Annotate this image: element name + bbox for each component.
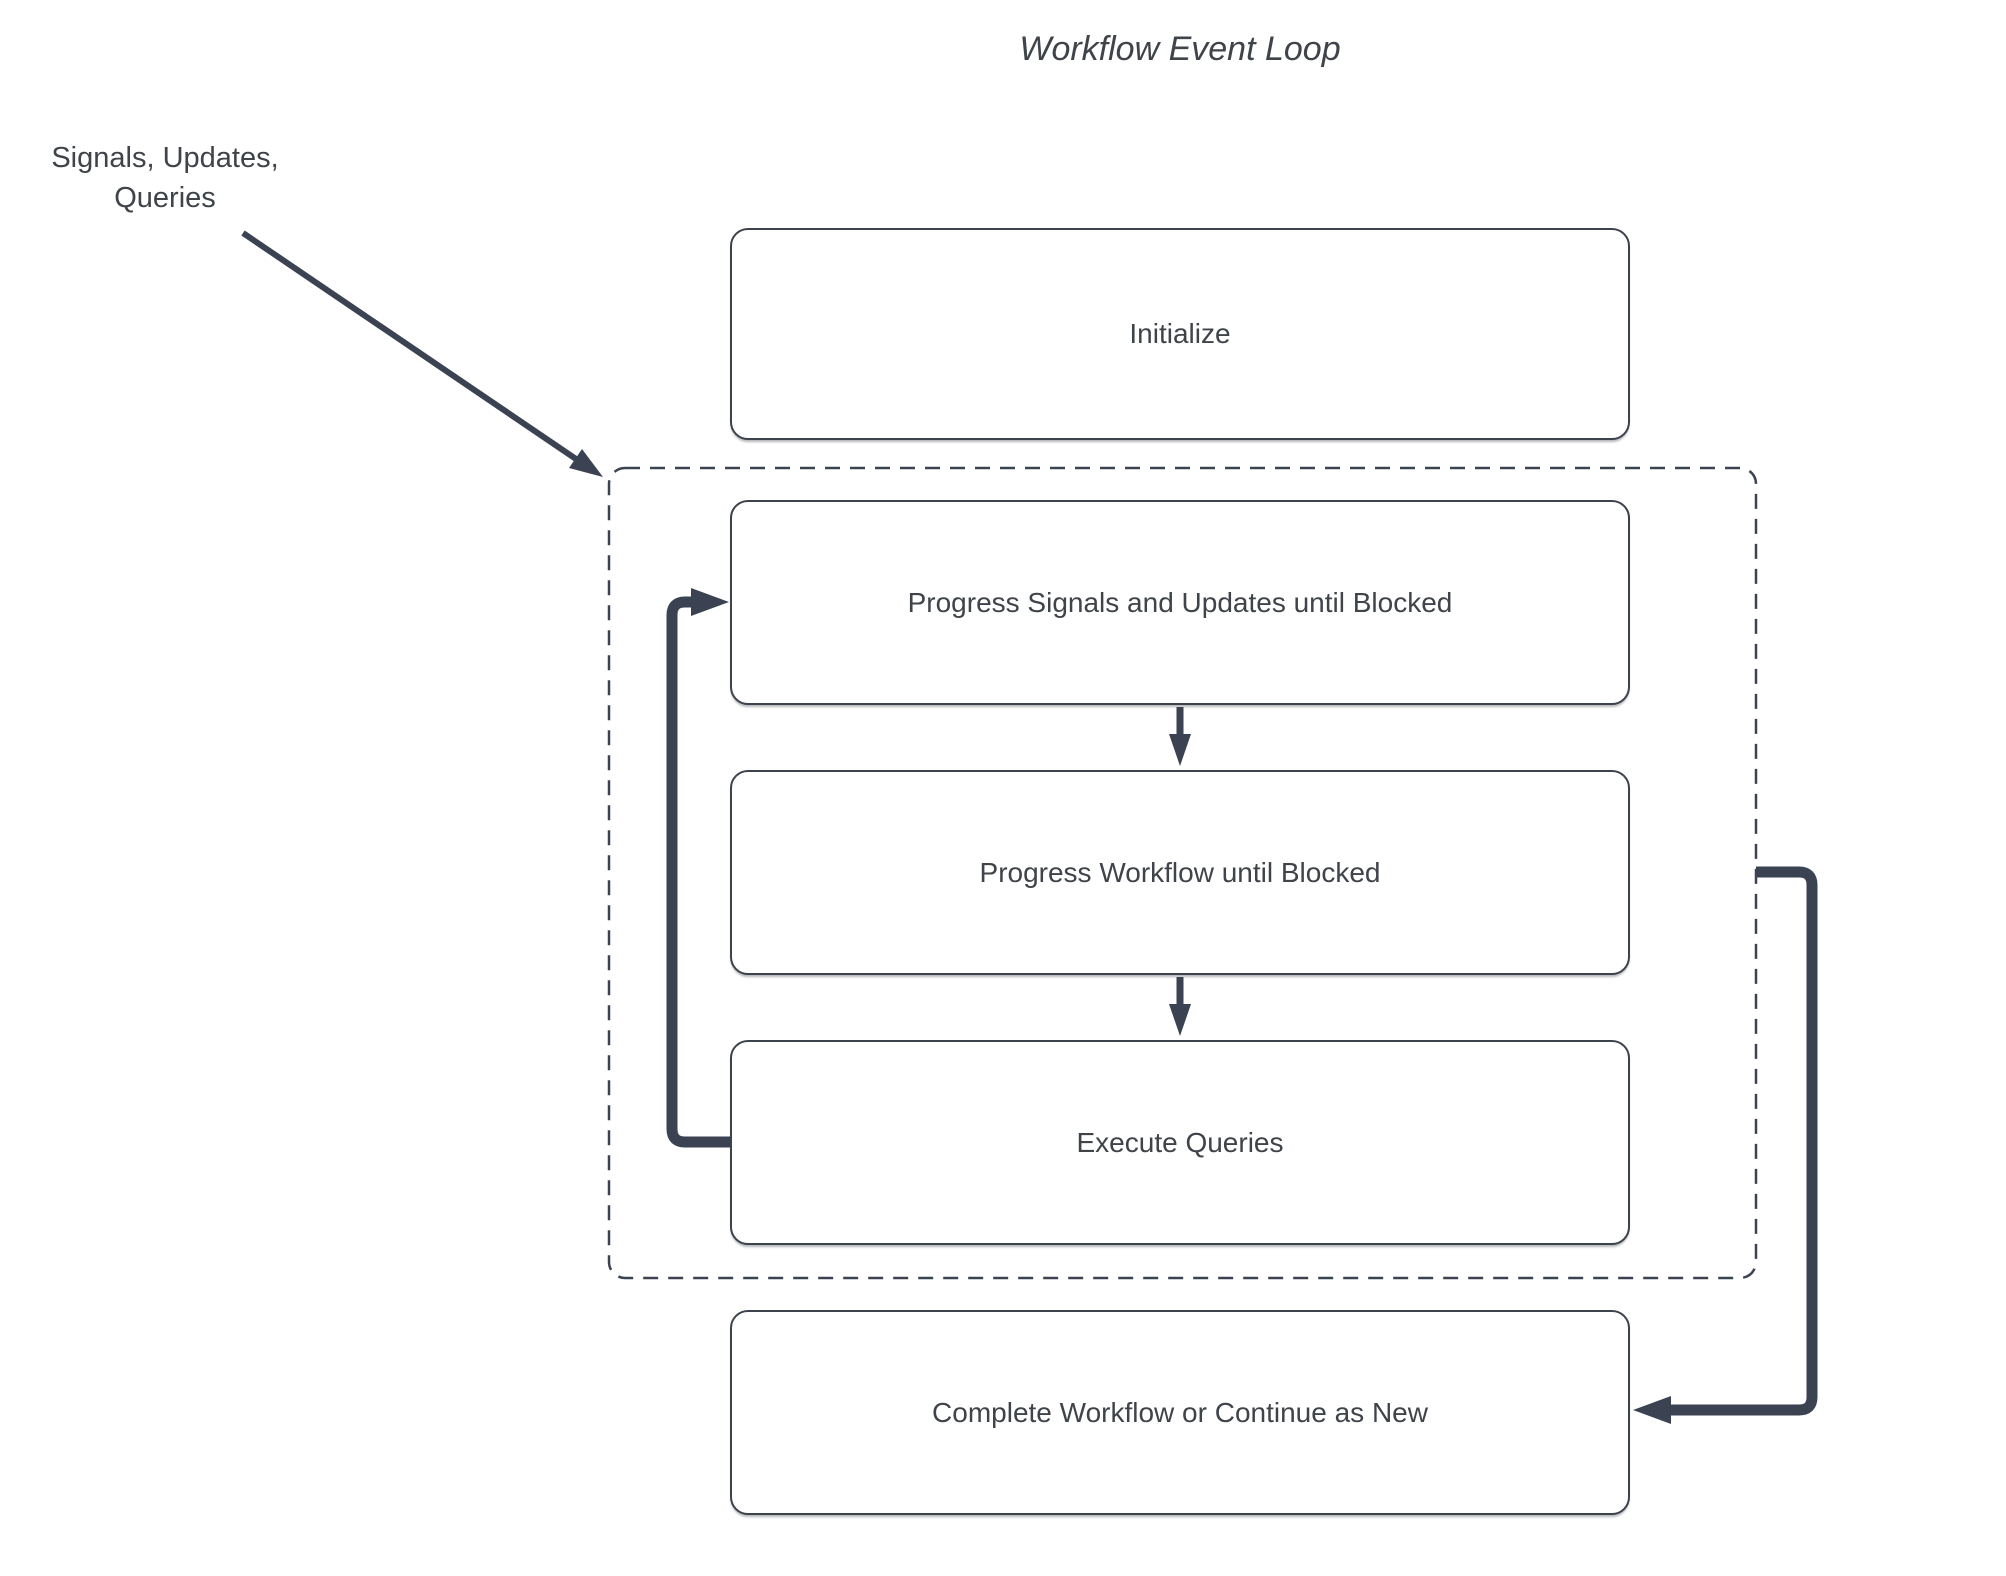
node-progress-workflow-label: Progress Workflow until Blocked — [979, 856, 1381, 888]
arrow-progress-workflow-to-execute-queries — [1169, 977, 1191, 1036]
annotation-line-1: Signals, Updates, — [51, 142, 279, 174]
node-complete-or-continue: Complete Workflow or Continue as New — [730, 1310, 1630, 1515]
diagram-title: Workflow Event Loop — [1019, 30, 1341, 68]
node-progress-signals-updates-label: Progress Signals and Updates until Block… — [907, 586, 1453, 618]
node-execute-queries: Execute Queries — [730, 1040, 1630, 1245]
arrow-execute-queries-loop-back — [666, 588, 731, 1148]
arrow-annotation-to-loop — [241, 230, 603, 477]
arrow-loop-to-complete — [1633, 866, 1818, 1424]
node-initialize: Initialize — [730, 228, 1630, 440]
signals-updates-queries-label: Signals, Updates, Queries — [20, 138, 310, 218]
annotation-line-2: Queries — [114, 182, 216, 215]
arrow-progress-signals-to-progress-workflow — [1169, 707, 1191, 766]
node-execute-queries-label: Execute Queries — [1076, 1126, 1284, 1158]
node-complete-or-continue-label: Complete Workflow or Continue as New — [932, 1396, 1428, 1428]
node-progress-signals-updates: Progress Signals and Updates until Block… — [730, 500, 1630, 705]
node-initialize-label: Initialize — [1129, 318, 1231, 349]
node-progress-workflow: Progress Workflow until Blocked — [730, 770, 1630, 975]
